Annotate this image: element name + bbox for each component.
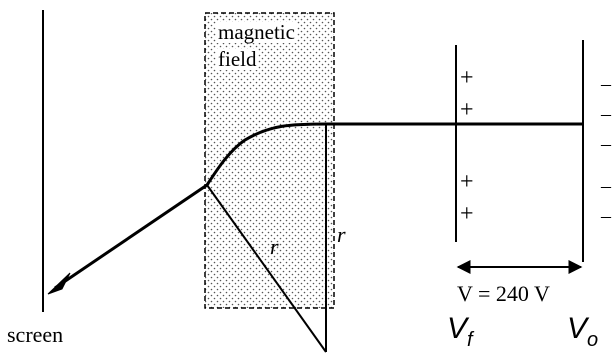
plus-sign: + — [460, 97, 474, 123]
minus-sign: – — [601, 133, 611, 155]
minus-sign: – — [601, 103, 611, 125]
vo-label: Vo — [567, 312, 598, 351]
vf-label-sub: f — [467, 329, 473, 351]
vo-label-main: V — [567, 312, 588, 345]
radius-line-diagonal — [206, 184, 327, 353]
minus-sign: – — [601, 175, 611, 197]
field-label-line2: field — [216, 47, 259, 71]
field-label-line1: magnetic — [216, 20, 297, 44]
path-arrowhead — [47, 272, 71, 295]
plus-sign: + — [460, 169, 474, 195]
electron-path — [54, 122, 583, 290]
radius-label-vertical: r — [337, 222, 346, 247]
radius-label-diagonal: r — [270, 234, 279, 259]
vf-label-main: V — [447, 312, 468, 345]
vo-label-sub: o — [587, 329, 599, 351]
minus-sign: – — [601, 73, 611, 95]
plus-sign: + — [460, 201, 474, 227]
minus-sign: – — [601, 205, 611, 227]
screen-label: screen — [7, 322, 64, 347]
voltage-label: V = 240 V — [457, 281, 550, 306]
plus-sign: + — [460, 65, 474, 91]
vf-label: Vf — [447, 312, 473, 351]
